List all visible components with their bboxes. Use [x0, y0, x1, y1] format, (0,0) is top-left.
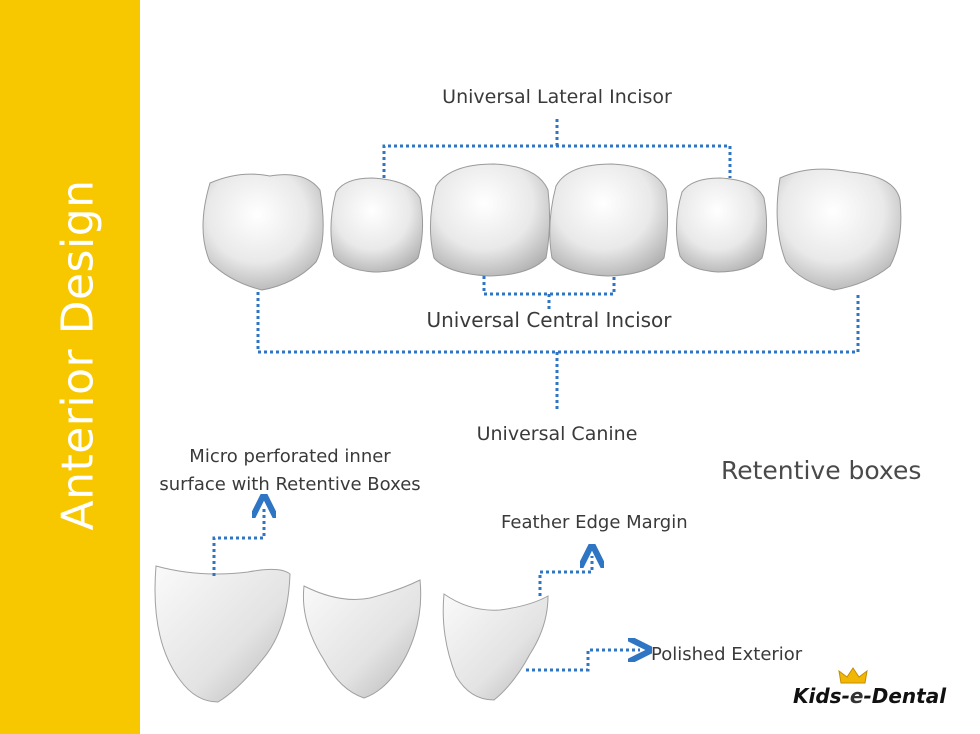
logo-part1: Kids-: [793, 684, 850, 708]
kids-e-dental-logo: Kids-e-Dental: [793, 684, 946, 708]
retentive-boxes-label: Retentive boxes: [721, 456, 922, 485]
canine-label: Universal Canine: [476, 423, 638, 445]
micro-perforated-label-line2: surface with Retentive Boxes: [159, 474, 421, 495]
canine-crown-right: [776, 168, 902, 291]
lateral-incisor-crown-left: [330, 177, 424, 273]
logo-part3: -Dental: [863, 684, 947, 708]
polished-exterior-arrow: [526, 650, 640, 672]
connectors: [212, 118, 860, 672]
micro-perforated-arrow: [212, 506, 264, 576]
logo-part2: e: [849, 684, 864, 708]
central-incisor-label: Universal Central Incisor: [426, 308, 672, 332]
central-incisor-crown-left: [429, 163, 551, 277]
sidebar: Anterior Design: [0, 0, 140, 734]
feather-edge-arrow: [538, 556, 592, 596]
central-incisor-crown-right: [549, 163, 669, 277]
crown-inner-view: [154, 565, 291, 703]
feather-edge-label: Feather Edge Margin: [501, 512, 688, 533]
crown-icon: [838, 667, 868, 684]
crown-side-view: [442, 593, 549, 701]
lateral-incisor-bracket: [382, 144, 732, 178]
crown-front-view: [302, 579, 422, 699]
polished-exterior-label: Polished Exterior: [651, 644, 803, 665]
canine-crown-left: [202, 173, 324, 291]
lateral-incisor-crown-right: [675, 177, 768, 273]
central-incisor-bracket: [482, 276, 616, 296]
lateral-incisor-label: Universal Lateral Incisor: [442, 86, 672, 108]
micro-perforated-label-line1: Micro perforated inner: [189, 446, 391, 467]
